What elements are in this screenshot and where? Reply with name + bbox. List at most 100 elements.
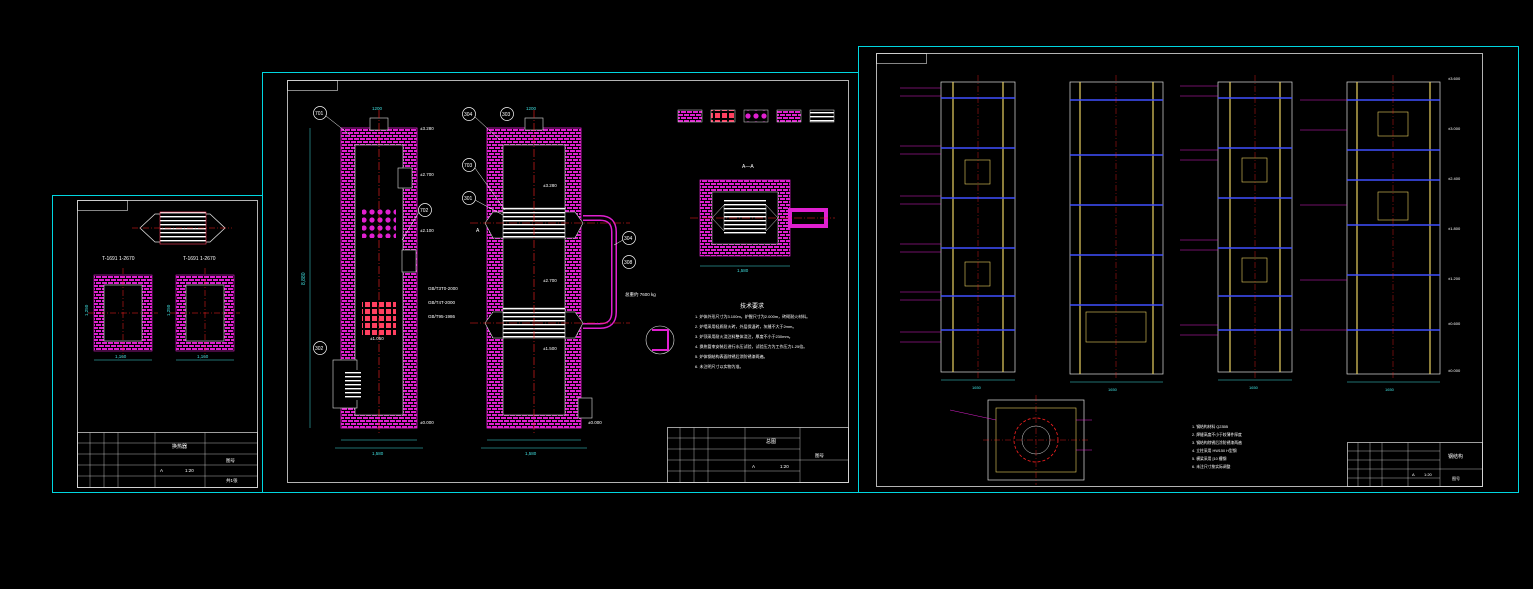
- title-right-scale: 1:20: [1424, 472, 1433, 477]
- dim-bottom-left-b: 1,160: [197, 354, 209, 359]
- callout-304: [462, 107, 476, 121]
- callout-text-701: 701: [315, 111, 324, 117]
- right-note-1: 2. 焊缝高度不小于较薄件厚度: [1192, 432, 1242, 437]
- section-a-a: [690, 179, 835, 267]
- bottom-dim-right-3: 1650: [1385, 387, 1395, 392]
- steel-plan-view: [949, 395, 1092, 485]
- furnace-elevation-right: [470, 110, 630, 449]
- callout-304b: [622, 231, 636, 245]
- title-right-drawing-no: 图号: [1452, 475, 1460, 481]
- elev-mid-1: ±2.700: [420, 172, 434, 177]
- callout-text-703: 703: [464, 163, 473, 169]
- title-left-sheet: 共1张: [226, 477, 238, 484]
- elev-right-6: ±0.000: [1448, 368, 1461, 373]
- title-middle-drawing-no: 图号: [815, 453, 824, 459]
- member-tags: [900, 85, 1347, 343]
- callout-text-302: 302: [315, 346, 324, 352]
- right-note-4: 5. 横梁采用 [10 槽钢: [1192, 456, 1227, 461]
- notes-title: 技术要求: [740, 302, 764, 310]
- bottom-dim-right-1: 1650: [1108, 387, 1118, 392]
- bottom-dim-right-0: 1650: [972, 385, 982, 390]
- sheet-left: T-1691 1-2670 T-1691 1-2670 1,160 1,160 …: [52, 195, 263, 493]
- label-a-marker: A: [476, 228, 480, 234]
- section-label-left-a: T-1691 1-2670: [102, 256, 135, 262]
- steel-frame-4: [1346, 75, 1441, 383]
- callout-text-301: 301: [464, 196, 473, 202]
- plan-view-left-a: [88, 268, 158, 361]
- steel-frame-2: [1069, 75, 1164, 383]
- material-legend: [677, 109, 835, 123]
- right-note-5: 6. 未注尺寸按实际调整: [1192, 464, 1231, 469]
- callout-text-304b: 304: [624, 236, 633, 242]
- dim-side-left-a: 1,250: [84, 304, 89, 316]
- right-note-2: 3. 钢结构除锈后涂防锈漆两遍: [1192, 440, 1242, 445]
- note-side-0: GB/T3T0-2000: [428, 286, 458, 291]
- sheet-middle: 8,880 1,580 1200 1,580 1200 A: [262, 72, 859, 493]
- callout-301: [462, 191, 476, 205]
- sheet-right: ±3.600 ±3.000 ±2.400 ±1.800 ±1.200 ±0.60…: [858, 46, 1519, 493]
- elev-right-3: ±1.800: [1448, 226, 1461, 231]
- dim-top-middle-b: 1200: [526, 106, 537, 111]
- elev-mid-7: ±1.500: [543, 346, 557, 351]
- elev-mid-8: ±0.000: [588, 420, 602, 425]
- dim-side-left-b: 1,250: [166, 304, 171, 316]
- detail-circle: [645, 325, 675, 355]
- sheet-middle-inner-frame: [287, 80, 849, 483]
- callout-308: [622, 255, 636, 269]
- dim-bottom-middle-b: 1,580: [525, 451, 537, 456]
- exchanger-elevation: [132, 211, 232, 245]
- note-0: 1. 炉体外形尺寸为3.100m，炉膛尺寸为2.000m，砖砌耐火材料。: [695, 313, 810, 319]
- title-left-drawing-no: 图号: [226, 458, 235, 464]
- elev-mid-6: ±2.700: [543, 278, 557, 283]
- note-1: 2. 炉墙采用轻质耐火砖，外层保温砖，灰缝不大于2mm。: [695, 323, 796, 329]
- callout-302: [313, 341, 327, 355]
- elev-right-0: ±3.600: [1448, 76, 1461, 81]
- note-side-1: GB/T4T-2000: [428, 300, 456, 305]
- callout-303: [500, 107, 514, 121]
- sheet-right-inner-frame: [876, 53, 1483, 487]
- weight-note: 总重约 7600 kg: [625, 291, 656, 298]
- title-left-revision: A: [160, 468, 163, 473]
- note-2: 3. 炉顶采用耐火浇注料整体浇注，厚度不小于230mm。: [695, 333, 793, 339]
- note-side-2: GB/T95-1986: [428, 314, 456, 319]
- title-middle-scale: 1:20: [780, 464, 789, 469]
- dim-bottom-left-a: 1,160: [115, 354, 127, 359]
- dim-top-middle-a: 1200: [372, 106, 383, 111]
- dim-overall-height: 8,880: [301, 272, 307, 285]
- title-left-scale: 1:20: [185, 468, 194, 473]
- elev-right-5: ±0.600: [1448, 321, 1461, 326]
- title-block-middle: [667, 427, 849, 483]
- title-right-name: 钢结构: [1448, 453, 1463, 460]
- title-right-revision: A: [1412, 472, 1415, 477]
- sheet-right-outer-frame: [858, 46, 1519, 493]
- title-middle-name: 总图: [766, 438, 776, 445]
- steel-frame-3: [1217, 75, 1293, 381]
- title-left-name: 换热器: [172, 443, 187, 450]
- elev-right-1: ±3.000: [1448, 126, 1461, 131]
- dim-bottom-middle-a: 1,580: [372, 451, 384, 456]
- section-dim: 1,580: [737, 268, 749, 273]
- title-middle-revision: A: [752, 464, 755, 469]
- elev-right-4: ±1.200: [1448, 276, 1461, 281]
- furnace-elevation-left: [309, 110, 423, 449]
- title-block-right: [1347, 442, 1483, 487]
- title-block-left: [77, 432, 258, 488]
- bottom-dim-right-2: 1650: [1249, 385, 1259, 390]
- callout-bubbles: [313, 106, 636, 355]
- elev-mid-2: ±2.100: [420, 228, 434, 233]
- elev-right-2: ±2.400: [1448, 176, 1461, 181]
- steel-frame-1: [940, 75, 1016, 381]
- callout-text-308: 308: [624, 260, 633, 266]
- elev-mid-4: ±0.000: [420, 420, 434, 425]
- callout-701: [313, 106, 327, 120]
- callout-text-304: 304: [464, 112, 473, 118]
- note-5: 6. 未注明尺寸以实物为准。: [695, 363, 743, 369]
- callout-703: [462, 158, 476, 172]
- note-4: 5. 炉体钢结构表面除锈后涂防锈漆两遍。: [695, 353, 767, 359]
- section-label-left-b: T-1691 1-2670: [183, 256, 216, 262]
- callout-text-702: 702: [420, 208, 429, 214]
- callout-text-303: 303: [502, 112, 511, 118]
- right-note-0: 1. 钢结构材料 Q235B: [1192, 424, 1229, 429]
- plan-view-left-b: [170, 268, 240, 361]
